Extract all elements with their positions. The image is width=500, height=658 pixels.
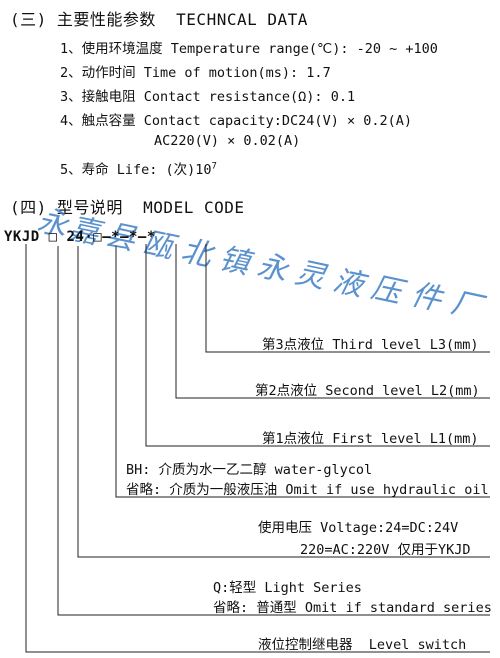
label-voltage-dc: 使用电压 Voltage:24=DC:24V bbox=[258, 520, 459, 536]
label-third-level: 第3点液位 Third level L3(mm) bbox=[262, 337, 479, 353]
tech-item-motion-time: 2、动作时间 Time of motion(ms): 1.7 bbox=[60, 65, 331, 81]
label-second-level: 第2点液位 Second level L2(mm) bbox=[255, 383, 480, 399]
label-first-level: 第1点液位 First level L1(mm) bbox=[262, 431, 479, 447]
connector-series bbox=[57, 246, 490, 616]
connector-level-switch bbox=[25, 244, 490, 653]
label-voltage-ac: 220=AC:220V 仅用于YKJD bbox=[300, 542, 471, 558]
label-series-standard: 省略: 普通型 Omit if standard series bbox=[213, 600, 492, 616]
tech-item-contact-capacity: 4、触点容量 Contact capacity:DC24(V) × 0.2(A) bbox=[60, 113, 412, 129]
connector-voltage bbox=[77, 246, 490, 558]
model-heading: (四) 型号说明 MODEL CODE bbox=[10, 198, 245, 217]
label-level-switch: 液位控制继电器 Level switch bbox=[258, 637, 467, 653]
connector-third-level bbox=[205, 244, 490, 353]
tech-item-life: 5、寿命 Life: (次)107 bbox=[60, 158, 217, 179]
life-exponent: 7 bbox=[211, 161, 217, 172]
life-text: 5、寿命 Life: (次)10 bbox=[60, 162, 212, 178]
label-medium-bh: BH: 介质为水一乙二醇 water-glycol bbox=[126, 462, 373, 478]
tech-heading: (三) 主要性能参数 TECHNCAL DATA bbox=[10, 10, 308, 29]
connector-first-level bbox=[145, 244, 490, 447]
label-series-light: Q:轻型 Light Series bbox=[213, 580, 362, 596]
connector-medium bbox=[115, 246, 490, 498]
label-medium-omit: 省略: 介质为一般液压油 Omit if use hydraulic oil bbox=[126, 482, 489, 498]
tech-item-contact-resistance: 3、接触电阻 Contact resistance(Ω): 0.1 bbox=[60, 89, 356, 105]
model-code: YKJD □ 24·□—*—*—* bbox=[4, 229, 156, 245]
tech-item-contact-capacity-ac: AC220(V) × 0.02(A) bbox=[154, 133, 301, 149]
connector-second-level bbox=[175, 244, 490, 399]
tech-item-temperature: 1、使用环境温度 Temperature range(℃): -20 ~ +10… bbox=[60, 41, 438, 57]
